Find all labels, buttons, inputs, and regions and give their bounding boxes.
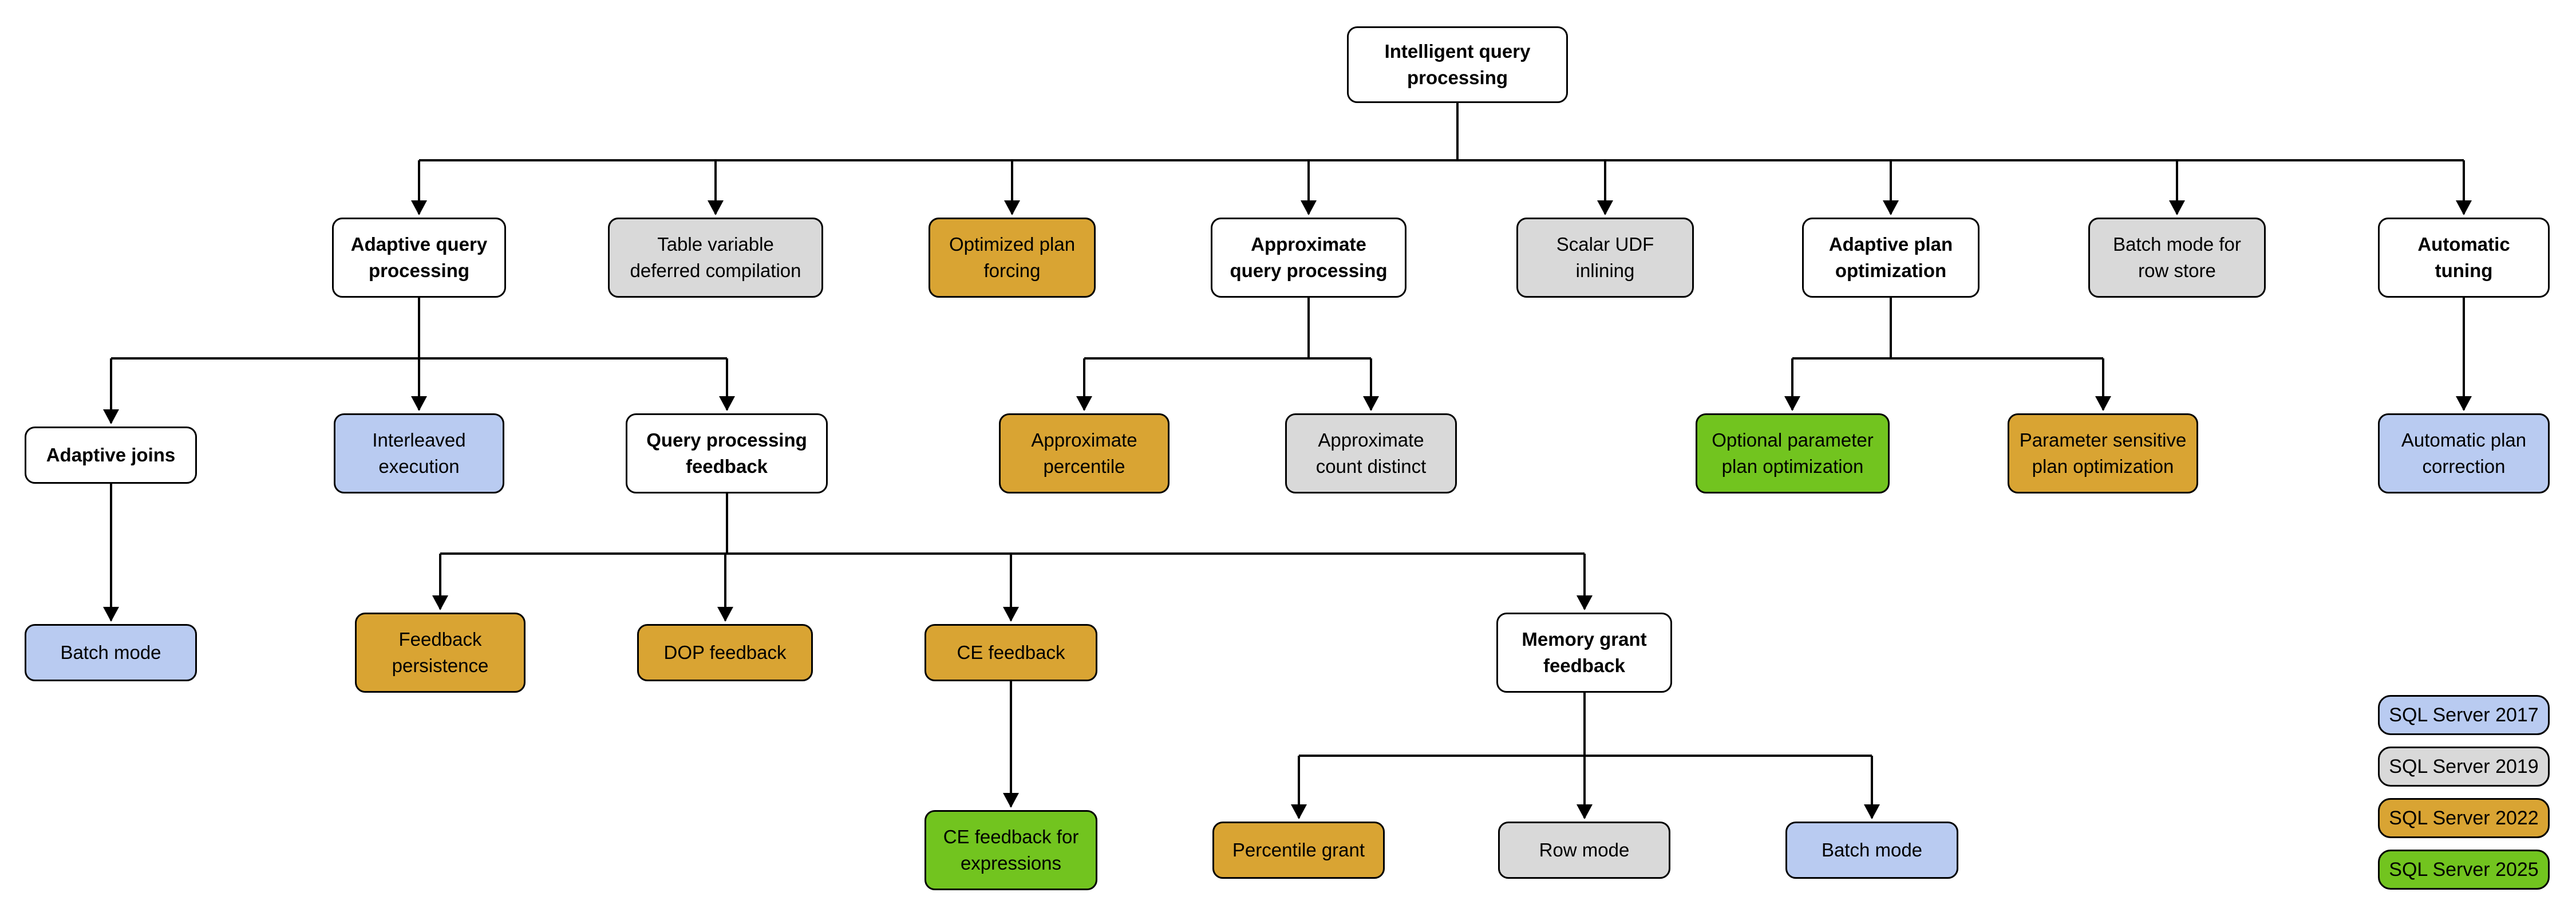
node-label: Feedback persistence <box>392 629 489 676</box>
node-approximate-query-processing: Approximate query processing <box>1211 218 1406 298</box>
legend-label: SQL Server 2022 <box>2389 807 2539 829</box>
node-label: Automatic tuning <box>2417 234 2510 281</box>
node-label: Adaptive query processing <box>350 234 488 281</box>
legend-label: SQL Server 2025 <box>2389 858 2539 881</box>
node-label: Table variable deferred compilation <box>630 234 801 281</box>
node-batch-mode-for-row-store: Batch mode for row store <box>2088 218 2266 298</box>
edge-root-bus <box>419 103 2464 161</box>
node-adaptive-plan-optimization: Adaptive plan optimization <box>1802 218 1980 298</box>
node-label: Optimized plan forcing <box>949 234 1076 281</box>
node-batch-mode-adaptive-joins: Batch mode <box>25 624 197 681</box>
node-optimized-plan-forcing: Optimized plan forcing <box>929 218 1096 298</box>
edge-approx-bus <box>1084 298 1371 360</box>
node-label: Memory grant feedback <box>1522 629 1647 676</box>
node-label: Batch mode <box>60 642 161 664</box>
node-label: Batch mode for row store <box>2113 234 2241 281</box>
node-batch-mode-memory-grant: Batch mode <box>1785 822 1958 879</box>
node-query-processing-feedback: Query processing feedback <box>626 413 828 493</box>
node-label: Query processing feedback <box>646 429 807 477</box>
legend-item-sql-server-2022: SQL Server 2022 <box>2378 798 2550 838</box>
legend-label: SQL Server 2019 <box>2389 755 2539 777</box>
node-label: Parameter sensitive plan optimization <box>2019 429 2187 477</box>
node-label: Batch mode <box>1821 839 1923 861</box>
node-automatic-plan-correction: Automatic plan correction <box>2378 413 2550 493</box>
node-adaptive-query-processing: Adaptive query processing <box>332 218 506 298</box>
node-label: Approximate percentile <box>1031 429 1137 477</box>
edge-qpf-bus <box>440 493 1585 555</box>
edge-apo-bus <box>1792 298 2103 360</box>
node-interleaved-execution: Interleaved execution <box>334 413 504 493</box>
node-table-variable-deferred-compilation: Table variable deferred compilation <box>608 218 823 298</box>
node-adaptive-joins: Adaptive joins <box>25 427 197 484</box>
node-label: Approximate count distinct <box>1315 429 1427 477</box>
node-memory-grant-feedback: Memory grant feedback <box>1496 613 1672 693</box>
edge-aqp-bus <box>111 298 727 360</box>
node-intelligent-query-processing: Intelligent query processing <box>1347 26 1568 103</box>
node-label: Automatic plan correction <box>2401 429 2527 477</box>
node-label: Interleaved execution <box>372 429 466 477</box>
node-dop-feedback: DOP feedback <box>637 624 813 681</box>
node-label: Approximate query processing <box>1230 234 1388 281</box>
node-label: Intelligent query processing <box>1384 41 1531 88</box>
legend-item-sql-server-2017: SQL Server 2017 <box>2378 695 2550 735</box>
node-label: CE feedback <box>957 642 1065 664</box>
node-approximate-percentile: Approximate percentile <box>999 413 1170 493</box>
node-label: Optional parameter plan optimization <box>1712 429 1874 477</box>
legend-item-sql-server-2019: SQL Server 2019 <box>2378 747 2550 787</box>
node-ce-feedback-for-expressions: CE feedback for expressions <box>924 810 1097 890</box>
node-label: Row mode <box>1539 839 1630 861</box>
node-ce-feedback: CE feedback <box>924 624 1097 681</box>
node-feedback-persistence: Feedback persistence <box>355 613 526 693</box>
node-parameter-sensitive-plan-optimization: Parameter sensitive plan optimization <box>2008 413 2198 493</box>
legend-item-sql-server-2025: SQL Server 2025 <box>2378 850 2550 890</box>
node-optional-parameter-plan-optimization: Optional parameter plan optimization <box>1696 413 1890 493</box>
node-label: Percentile grant <box>1232 839 1365 861</box>
node-label: CE feedback for expressions <box>943 826 1079 874</box>
node-scalar-udf-inlining: Scalar UDF inlining <box>1516 218 1694 298</box>
edge-mgf-bus <box>1299 693 1872 757</box>
node-label: Adaptive joins <box>46 444 176 466</box>
node-label: DOP feedback <box>663 642 787 664</box>
node-automatic-tuning: Automatic tuning <box>2378 218 2550 298</box>
node-row-mode: Row mode <box>1498 822 1670 879</box>
legend-label: SQL Server 2017 <box>2389 704 2539 726</box>
node-label: Scalar UDF inlining <box>1556 234 1654 281</box>
node-approximate-count-distinct: Approximate count distinct <box>1285 413 1457 493</box>
node-percentile-grant: Percentile grant <box>1212 822 1385 879</box>
node-label: Adaptive plan optimization <box>1828 234 1953 281</box>
